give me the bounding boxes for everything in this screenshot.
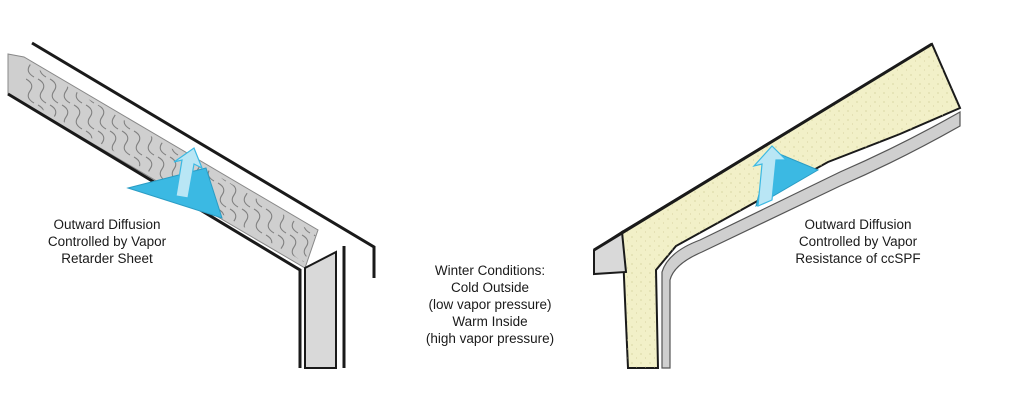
right-caption-line: Controlled by Vapor bbox=[798, 234, 918, 249]
left-caption-line: Controlled by Vapor bbox=[47, 234, 167, 249]
right-roof-outer-line bbox=[593, 42, 933, 252]
center-caption-line: (low vapor pressure) bbox=[428, 297, 552, 312]
left-wall bbox=[304, 250, 337, 369]
right-foam-texture bbox=[622, 44, 960, 368]
left-caption-line: Retarder Sheet bbox=[61, 251, 153, 266]
right-roof-assembly bbox=[593, 42, 962, 369]
left-caption-line: Outward Diffusion bbox=[53, 217, 161, 232]
left-roof-assembly bbox=[7, 41, 376, 369]
right-caption-line: Resistance of ccSPF bbox=[795, 251, 921, 266]
right-interior-finish bbox=[661, 110, 961, 369]
center-caption-line: Cold Outside bbox=[450, 280, 530, 295]
right-caption: Outward Diffusion Controlled by Vapor Re… bbox=[772, 216, 944, 267]
right-diffusion-arrow-up bbox=[752, 145, 788, 207]
right-caption-line: Outward Diffusion bbox=[804, 217, 912, 232]
center-caption-line: (high vapor pressure) bbox=[425, 331, 555, 346]
center-caption-line: Winter Conditions: bbox=[434, 263, 546, 278]
center-caption-line: Warm Inside bbox=[452, 314, 528, 329]
left-batt-coil-pattern bbox=[26, 62, 316, 262]
left-ceiling-line bbox=[7, 92, 302, 368]
center-caption: Winter Conditions: Cold Outside (low vap… bbox=[392, 262, 588, 347]
left-diffusion-arrow-base bbox=[126, 167, 223, 219]
left-caption: Outward Diffusion Controlled by Vapor Re… bbox=[18, 216, 196, 267]
left-diffusion-arrow-up bbox=[173, 147, 204, 199]
right-fascia bbox=[593, 230, 628, 276]
left-roof-outer-line bbox=[31, 41, 376, 278]
